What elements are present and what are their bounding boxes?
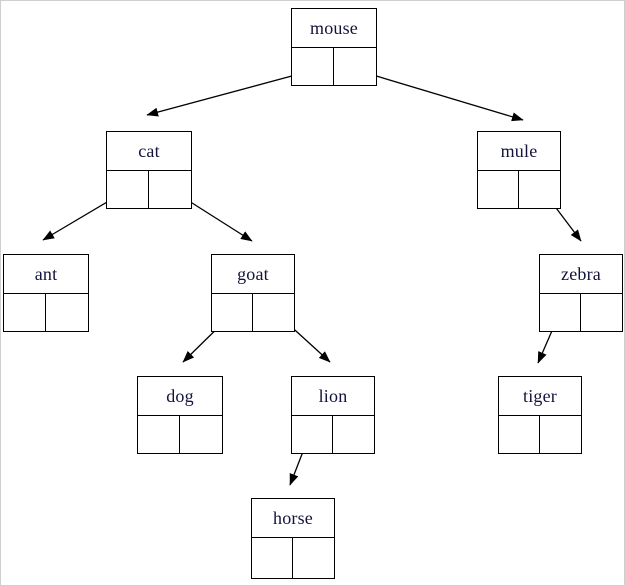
tree-node-label-ant: ant [4,255,88,294]
tree-node-left-pointer-mouse[interactable] [292,48,334,85]
tree-node-left-pointer-lion[interactable] [292,416,333,453]
tree-node-left-pointer-tiger[interactable] [499,416,540,453]
tree-node-left-pointer-mule[interactable] [478,171,519,208]
tree-node-label-mouse: mouse [292,9,376,48]
tree-node-left-pointer-zebra[interactable] [540,294,581,331]
tree-node-right-pointer-cat[interactable] [149,171,191,208]
tree-node-pointers-goat [212,294,294,331]
tree-node-pointers-mouse [292,48,376,85]
tree-node-cat[interactable]: cat [106,131,192,209]
tree-node-right-pointer-goat[interactable] [253,294,294,331]
tree-node-label-goat: goat [212,255,294,294]
tree-node-label-dog: dog [138,377,222,416]
tree-node-label-lion: lion [292,377,374,416]
tree-node-mule[interactable]: mule [477,131,561,209]
tree-node-pointers-ant [4,294,88,331]
tree-node-right-pointer-tiger[interactable] [540,416,581,453]
tree-node-ant[interactable]: ant [3,254,89,332]
tree-node-label-zebra: zebra [540,255,622,294]
tree-node-mouse[interactable]: mouse [291,8,377,86]
tree-node-label-mule: mule [478,132,560,171]
tree-node-left-pointer-cat[interactable] [107,171,149,208]
tree-node-left-pointer-ant[interactable] [4,294,46,331]
tree-node-horse[interactable]: horse [251,498,335,579]
tree-node-pointers-dog [138,416,222,453]
tree-node-right-pointer-mouse[interactable] [334,48,376,85]
tree-node-pointers-lion [292,416,374,453]
tree-node-label-horse: horse [252,499,334,538]
tree-node-right-pointer-dog[interactable] [180,416,222,453]
tree-node-right-pointer-mule[interactable] [519,171,560,208]
tree-node-right-pointer-ant[interactable] [46,294,88,331]
tree-node-tiger[interactable]: tiger [498,376,582,454]
tree-node-goat[interactable]: goat [211,254,295,332]
tree-node-lion[interactable]: lion [291,376,375,454]
tree-node-pointers-tiger [499,416,581,453]
tree-node-pointers-cat [107,171,191,208]
tree-node-left-pointer-dog[interactable] [138,416,180,453]
tree-node-right-pointer-lion[interactable] [333,416,374,453]
tree-node-label-tiger: tiger [499,377,581,416]
tree-node-right-pointer-horse[interactable] [293,538,334,578]
tree-node-right-pointer-zebra[interactable] [581,294,622,331]
tree-edge-mouse-left-cat [146,69,315,117]
tree-node-pointers-horse [252,538,334,578]
tree-node-pointers-zebra [540,294,622,331]
tree-node-left-pointer-horse[interactable] [252,538,293,578]
tree-node-left-pointer-goat[interactable] [212,294,253,331]
tree-node-pointers-mule [478,171,560,208]
tree-node-dog[interactable]: dog [137,376,223,454]
tree-node-label-cat: cat [107,132,191,171]
tree-edge-mouse-right-mule [352,68,524,122]
tree-node-zebra[interactable]: zebra [539,254,623,332]
